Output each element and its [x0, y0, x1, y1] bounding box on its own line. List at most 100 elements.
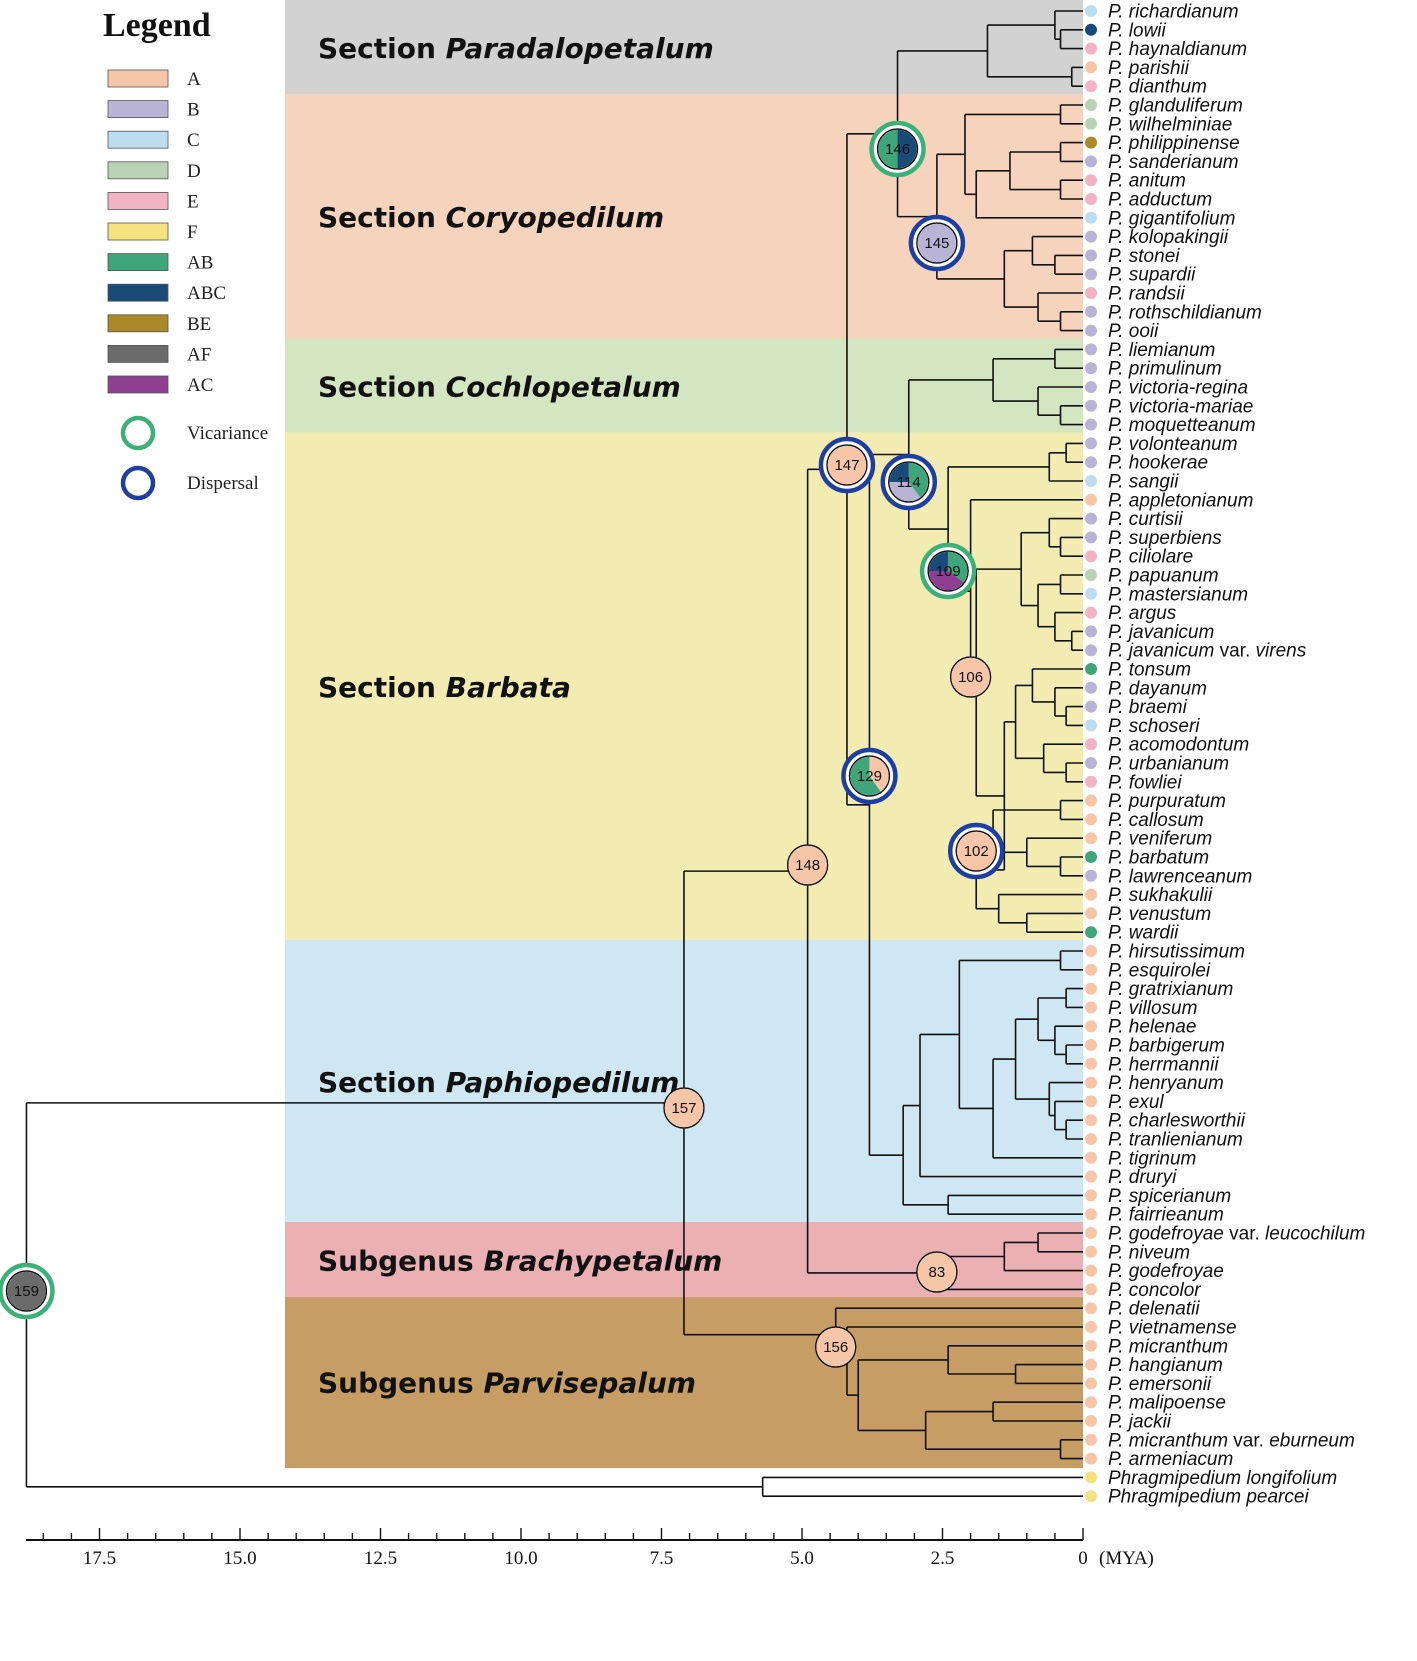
section-label: Section Coryopedilum — [318, 201, 664, 234]
legend-swatch — [107, 375, 169, 394]
tip-area-dot — [1085, 1415, 1097, 1427]
tip-area-dot — [1085, 381, 1097, 393]
pie-slice — [928, 571, 964, 591]
legend-label: A — [187, 69, 201, 90]
taxon-label: P. ciliolare — [1108, 547, 1193, 568]
taxon-label: P. acomodontum — [1108, 735, 1249, 756]
node-label: 148 — [795, 857, 820, 874]
tip-area-dot — [1085, 644, 1097, 657]
legend-label: E — [187, 191, 199, 212]
axis-tick-label: 0 — [1078, 1548, 1088, 1569]
taxon-label: P. lawrenceanum — [1108, 866, 1252, 887]
legend-swatch — [107, 100, 169, 118]
tip-area-dot — [1085, 851, 1097, 863]
pie-slice — [917, 1252, 957, 1292]
node-157: 157 — [663, 1087, 705, 1129]
legend-label: ABC — [187, 283, 226, 304]
tip-area-dot — [1085, 775, 1097, 788]
taxon-label: Phragmipedium longifolium — [1108, 1468, 1337, 1489]
tip-area-dot — [1085, 268, 1097, 281]
legend-title: Legend — [103, 7, 211, 44]
node-label: 129 — [857, 768, 882, 785]
tip-area-dot — [1085, 1020, 1097, 1033]
tip-area-dot — [1085, 794, 1097, 807]
taxon-label: P. herrmannii — [1108, 1054, 1219, 1075]
section-label: Subgenus Parvisepalum — [318, 1367, 696, 1400]
pie-slice — [948, 551, 968, 583]
node-label: 114 — [897, 474, 921, 491]
taxon-label: Phragmipedium pearcei — [1108, 1487, 1309, 1508]
taxon-label: P. superbiens — [1108, 528, 1222, 549]
taxon-label: P. curtisii — [1108, 509, 1183, 530]
pie-slice — [928, 551, 949, 571]
tip-area-dot — [1085, 512, 1097, 525]
tip-area-dot — [1085, 399, 1097, 412]
taxon-label: P. moquetteanum — [1108, 415, 1256, 436]
taxon-label: P. callosum — [1108, 810, 1204, 831]
taxon-label: P. primulinum — [1108, 359, 1222, 380]
taxon-label: P. dayanum — [1108, 678, 1207, 699]
node-114: 114 — [880, 453, 938, 511]
legend-swatch — [107, 253, 169, 272]
taxon-label: P. braemi — [1108, 697, 1188, 718]
taxon-label: P. fowliei — [1108, 772, 1182, 793]
tip-area-dot — [1085, 1057, 1097, 1070]
node-129: 129 — [841, 747, 898, 805]
tip-area-dot — [1085, 418, 1097, 431]
pie-slice — [878, 129, 898, 169]
section-label: Section Paradalopetalum — [318, 32, 714, 65]
tip-area-dot — [1085, 324, 1097, 337]
taxon-label: P. spicerianum — [1108, 1186, 1231, 1207]
tip-area-dot — [1085, 1001, 1097, 1014]
tip-area-dot — [1085, 982, 1097, 995]
pie-slice — [951, 657, 990, 697]
tip-area-dot — [1085, 1264, 1097, 1277]
taxon-label: P. urbanianum — [1108, 754, 1229, 775]
taxon-label: P. villosum — [1108, 998, 1197, 1019]
pie-slice — [816, 1327, 855, 1367]
tip-area-dot — [1085, 1189, 1097, 1202]
tip-area-dots — [1085, 5, 1097, 1503]
tip-area-dot — [1085, 5, 1097, 17]
taxon-label: P. concolor — [1108, 1280, 1201, 1301]
tip-area-dot — [1085, 1151, 1097, 1164]
taxon-label: P. gratrixianum — [1108, 979, 1233, 1000]
section-band — [285, 94, 1083, 341]
section-label: Section Paphiopedilum — [318, 1066, 679, 1099]
tip-area-dot — [1085, 832, 1097, 845]
tip-area-dot — [1085, 963, 1097, 976]
legend-event-ring — [120, 465, 156, 501]
taxon-label: P. malipoense — [1108, 1393, 1226, 1414]
tip-area-dot — [1085, 362, 1097, 375]
tip-area-dot — [1085, 23, 1097, 36]
tip-area-dot — [1085, 1358, 1097, 1371]
node-159: 159 — [0, 1262, 55, 1320]
tip-area-dot — [1085, 1208, 1097, 1221]
taxon-label: P. fairrieanum — [1108, 1205, 1224, 1226]
node-label: 106 — [958, 669, 983, 686]
taxon-label: P. argus — [1108, 603, 1177, 624]
tip-area-dot — [1085, 1433, 1097, 1446]
pie-slice — [908, 462, 928, 498]
taxon-label: P. stonei — [1108, 246, 1180, 267]
node-label: 156 — [823, 1339, 848, 1356]
legend-label: BE — [187, 314, 211, 335]
taxon-label: P. purpuratum — [1108, 791, 1226, 812]
tip-area-dot — [1085, 1170, 1097, 1183]
taxon-label: P. schoseri — [1108, 716, 1200, 737]
tip-area-dot — [1085, 1339, 1097, 1352]
taxon-label: P. randsii — [1108, 284, 1186, 305]
tip-area-dot — [1085, 1321, 1097, 1333]
legend-label: F — [187, 222, 198, 243]
taxon-label: P. glanduliferum — [1108, 96, 1243, 117]
taxon-label: P. jackii — [1108, 1412, 1172, 1433]
section-band — [285, 0, 1083, 96]
taxon-label: P. godefroyae var. leucochilum — [1108, 1224, 1365, 1245]
tip-area-dot — [1085, 1114, 1097, 1127]
taxon-label: P. hirsutissimum — [1108, 942, 1245, 963]
tip-area-dot — [1085, 719, 1097, 732]
taxon-label: P. helenae — [1108, 1017, 1196, 1038]
taxon-label: P. armeniacum — [1108, 1449, 1233, 1470]
